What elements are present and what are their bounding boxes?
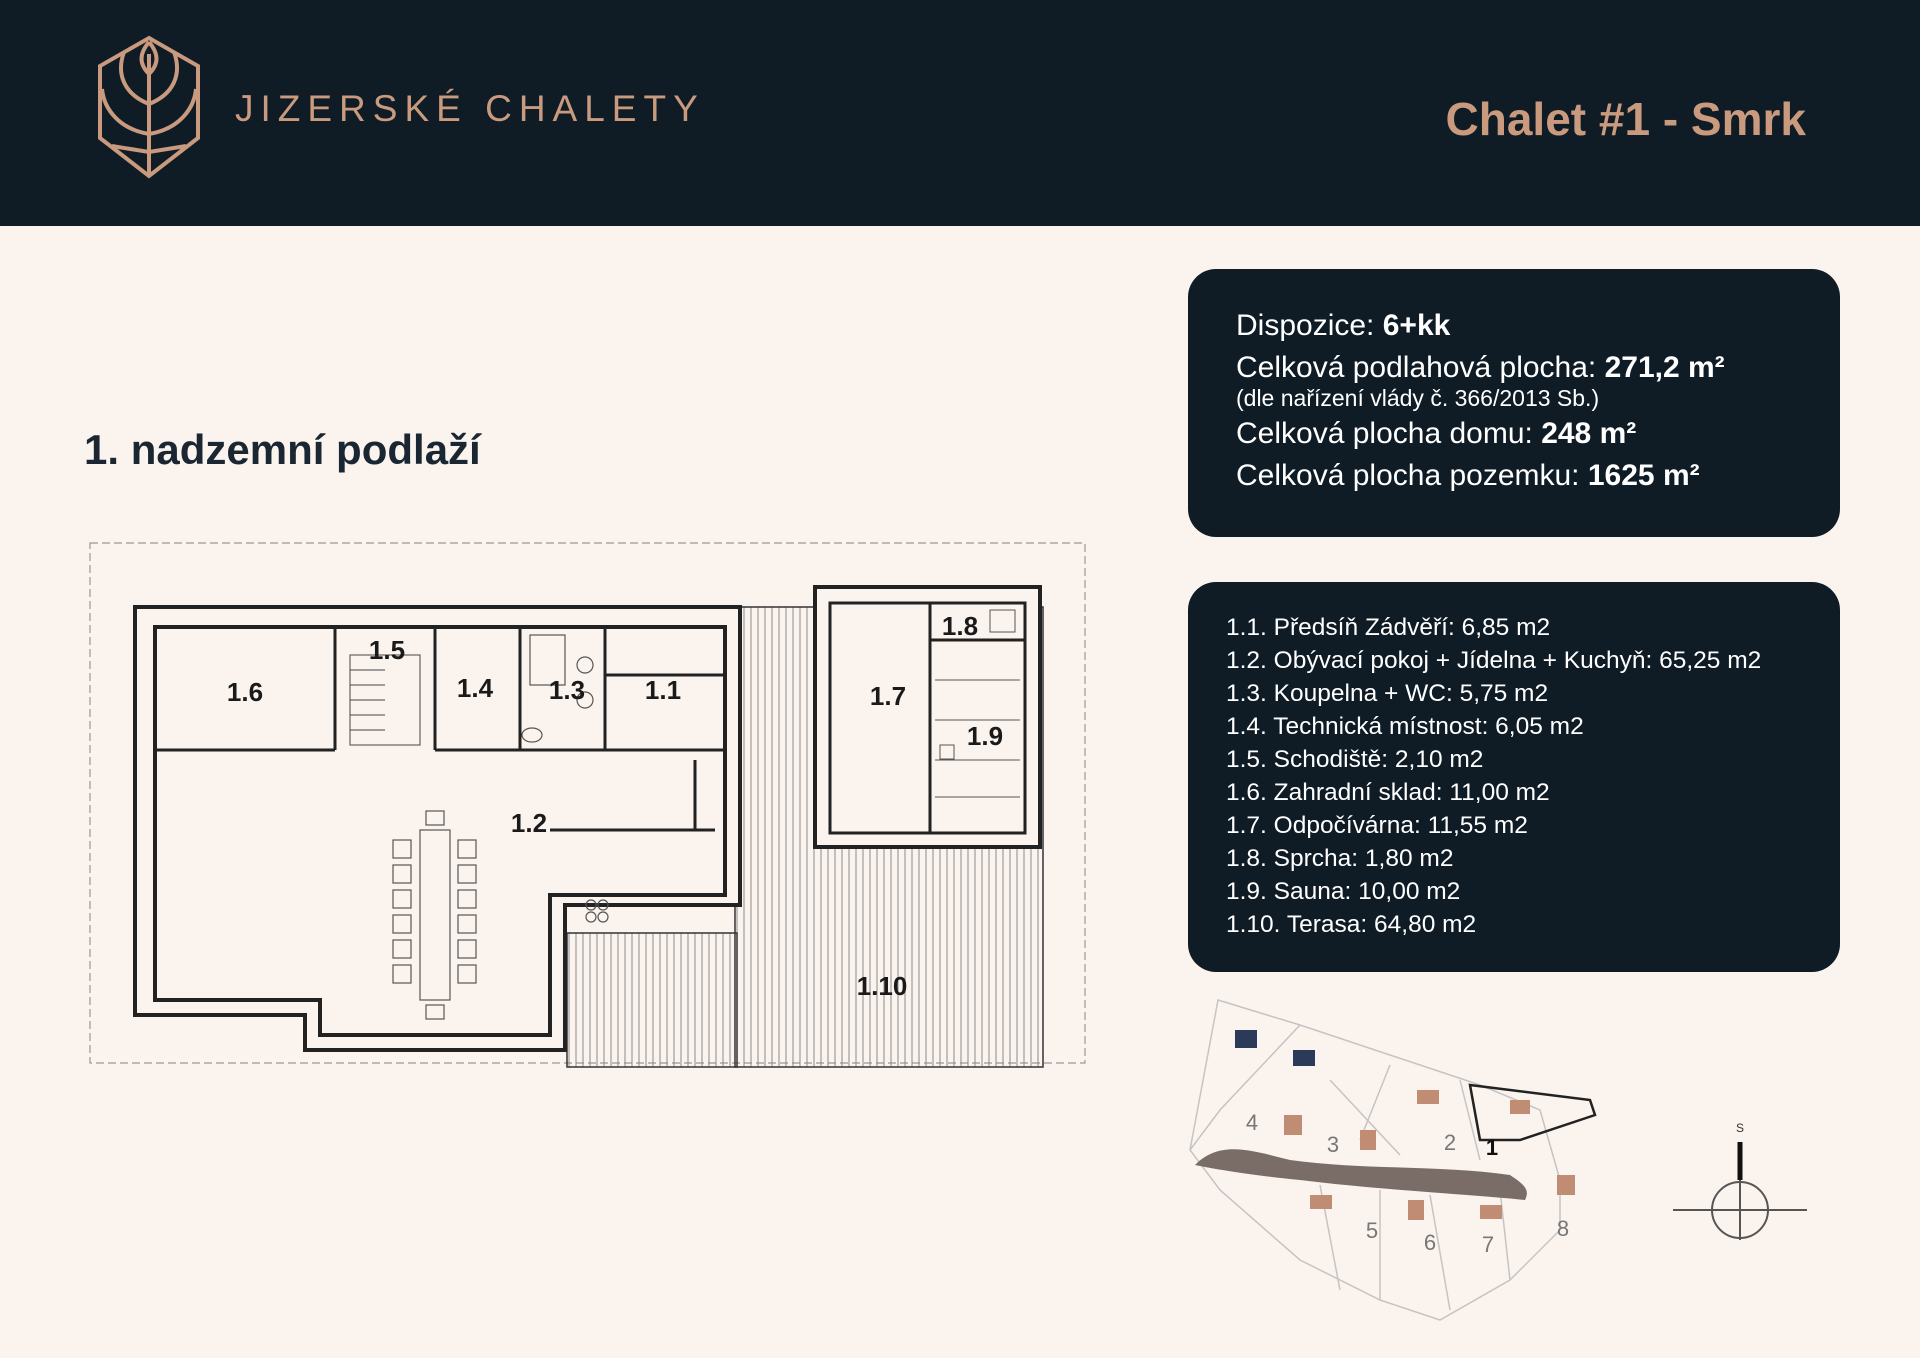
room-label-1-9: 1.9 bbox=[967, 721, 1003, 751]
list-item: 1.8. Sprcha: 1,80 m2 bbox=[1226, 845, 1454, 872]
dispozice-line: Dispozice: 6+kk bbox=[1236, 309, 1450, 343]
room-label-1-3: 1.3 bbox=[549, 675, 585, 705]
tree-logo-icon bbox=[98, 35, 200, 179]
room-label-1-10: 1.10 bbox=[857, 971, 908, 1001]
list-item: 1.5. Schodiště: 2,10 m2 bbox=[1226, 746, 1484, 773]
regulation-note: (dle nařízení vlády č. 366/2013 Sb.) bbox=[1236, 385, 1600, 411]
room-label-1-6: 1.6 bbox=[227, 677, 263, 707]
plot-label: 1 bbox=[1486, 1135, 1498, 1160]
room-label-1-4: 1.4 bbox=[457, 673, 494, 703]
house-area-label: Celková plocha domu: bbox=[1236, 417, 1533, 450]
brand-name: JIZERSKÉ CHALETY bbox=[235, 88, 705, 129]
room-label-1-7: 1.7 bbox=[870, 681, 906, 711]
chalet-title: Chalet #1 - Smrk bbox=[1445, 93, 1806, 145]
header-bar: JIZERSKÉ CHALETY Chalet #1 - Smrk bbox=[0, 0, 1920, 226]
list-item: 1.3. Koupelna + WC: 5,75 m2 bbox=[1226, 680, 1549, 707]
list-item: 1.1. Předsíň Zádvěří: 6,85 m2 bbox=[1226, 614, 1551, 641]
plot-label: 7 bbox=[1482, 1232, 1494, 1257]
site-plan: 1 2 3 4 5 6 7 8 bbox=[1189, 999, 1597, 1321]
room-label-1-2: 1.2 bbox=[511, 808, 547, 838]
compass-icon: S bbox=[1673, 1121, 1807, 1240]
floor-area-label: Celková podlahová plocha: bbox=[1236, 351, 1597, 384]
floor-area-line: Celková podlahová plocha: 271,2 m² bbox=[1236, 351, 1725, 385]
plot-area-line: Celková plocha pozemku: 1625 m² bbox=[1236, 459, 1700, 493]
list-item: 1.7. Odpočívárna: 11,55 m2 bbox=[1226, 812, 1528, 839]
summary-box: Dispozice: 6+kk Celková podlahová plocha… bbox=[1188, 269, 1840, 537]
plot-label: 6 bbox=[1424, 1230, 1436, 1255]
list-item: 1.9. Sauna: 10,00 m2 bbox=[1226, 878, 1461, 905]
dispozice-value: 6+kk bbox=[1382, 309, 1451, 342]
floor-title: 1. nadzemní podlaží bbox=[84, 426, 481, 473]
floor-plan: 1.6 1.5 1.4 1.3 1.1 1.2 1.7 1.8 1.9 1.10 bbox=[89, 542, 1086, 1068]
room-label-1-1: 1.1 bbox=[645, 675, 681, 705]
room-list: 1.1. Předsíň Zádvěří: 6,85 m2 1.2. Obýva… bbox=[1226, 611, 1761, 941]
room-label-1-5: 1.5 bbox=[369, 635, 405, 665]
compass-label: S bbox=[1736, 1121, 1744, 1135]
list-item: 1.6. Zahradní sklad: 11,00 m2 bbox=[1226, 779, 1550, 806]
list-item: 1.4. Technická místnost: 6,05 m2 bbox=[1226, 713, 1584, 740]
room-label-1-8: 1.8 bbox=[942, 611, 978, 641]
plot-label: 4 bbox=[1246, 1110, 1258, 1135]
floor-area-value: 271,2 m² bbox=[1604, 351, 1725, 384]
plot-label: 2 bbox=[1444, 1130, 1456, 1155]
plot-area-label: Celková plocha pozemku: bbox=[1236, 459, 1580, 492]
rooms-box: 1.1. Předsíň Zádvěří: 6,85 m2 1.2. Obýva… bbox=[1188, 582, 1840, 972]
plot-label: 5 bbox=[1366, 1218, 1378, 1243]
house-area-line: Celková plocha domu: 248 m² bbox=[1236, 417, 1636, 451]
dispozice-label: Dispozice: bbox=[1236, 309, 1375, 342]
list-item: 1.2. Obývací pokoj + Jídelna + Kuchyň: 6… bbox=[1226, 647, 1762, 674]
plot-label: 3 bbox=[1327, 1132, 1339, 1157]
plot-label: 8 bbox=[1557, 1216, 1569, 1241]
house-area-value: 248 m² bbox=[1541, 417, 1637, 450]
list-item: 1.10. Terasa: 64,80 m2 bbox=[1226, 911, 1477, 938]
plot-area-value: 1625 m² bbox=[1587, 459, 1700, 492]
